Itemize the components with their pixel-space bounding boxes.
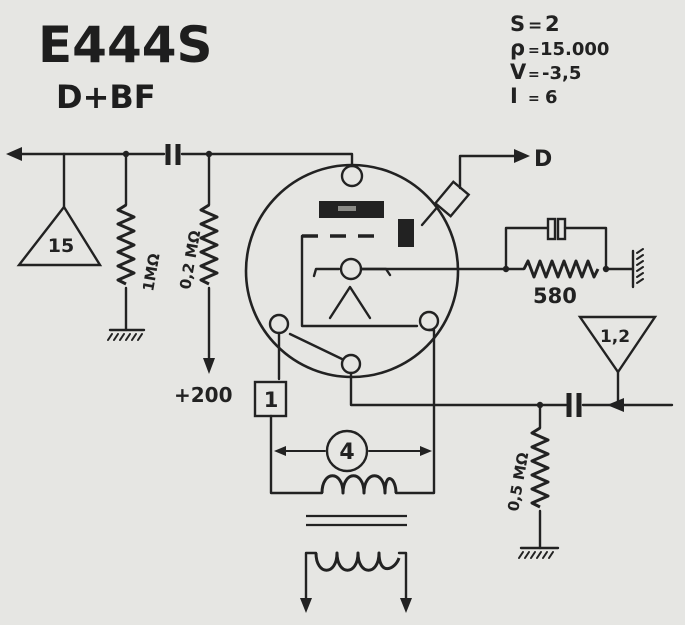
circle-4 — [325, 429, 369, 473]
down-arrow-icon — [300, 598, 312, 613]
heater-pin-right — [418, 310, 440, 332]
heater-pin-left — [268, 313, 290, 335]
grid-pin — [339, 257, 363, 281]
spec-v-value: -3,5 — [542, 63, 581, 84]
spec-v-key: V — [510, 60, 527, 84]
tube-function-subtitle: D+BF — [56, 78, 156, 116]
spec-i-value: 6 — [545, 87, 558, 108]
supply-label: +200 — [174, 383, 233, 407]
ground-icon — [631, 248, 644, 289]
resistor-1meg-label: 1MΩ — [139, 252, 163, 293]
svg-text:=: = — [528, 16, 542, 36]
transformer-secondary — [314, 551, 401, 572]
svg-text:=: = — [528, 67, 540, 83]
down-arrow-icon — [400, 598, 412, 613]
tube-type-title: E444S — [38, 16, 213, 74]
spec-list: S = 2 ρ = 15.000 V = -3,5 I = 6 — [510, 12, 609, 108]
heater-circuit: 1 4 — [253, 328, 436, 613]
spec-rho-key: ρ — [510, 36, 525, 60]
capacitance-triangle-1-2 — [577, 315, 658, 375]
spec-i-key: I — [510, 84, 518, 108]
resistor-0-2meg-label: 0,2 MΩ — [176, 229, 204, 291]
anode-pin — [340, 164, 364, 188]
left-arrow-icon — [6, 147, 22, 161]
capacitance-triangle-15: 15 — [16, 152, 103, 267]
resistor-0-2meg: 0,2 MΩ +200 — [174, 150, 233, 407]
circle-4-label: 4 — [339, 440, 354, 465]
svg-text:=: = — [528, 43, 540, 59]
transformer-primary — [320, 474, 398, 495]
resistor-580-label: 580 — [533, 284, 577, 308]
diode-output: D — [420, 147, 552, 227]
ground-icon — [107, 328, 146, 341]
triangle-15-label: 15 — [48, 235, 74, 257]
down-arrow-icon — [203, 358, 215, 374]
resistor-1meg: 1MΩ — [107, 150, 164, 341]
diode-plate — [398, 219, 414, 247]
input-circuit: 1,2 0,5 MΩ — [349, 315, 674, 559]
input-arrow-icon — [607, 398, 624, 412]
cathode-network: 580 — [502, 217, 644, 308]
spec-rho-value: 15.000 — [540, 39, 609, 60]
triangle-1-2-label: 1,2 — [600, 327, 630, 347]
box-1-label: 1 — [264, 388, 279, 412]
cathode-pin — [340, 353, 362, 375]
spec-s-value: 2 — [545, 12, 560, 36]
resistor-0-5meg-label: 0,5 MΩ — [504, 451, 532, 513]
ground-icon — [518, 546, 560, 559]
spec-s-key: S — [510, 12, 525, 36]
right-arrow-icon — [514, 149, 530, 163]
output-d-label: D — [534, 147, 552, 172]
top-output-line — [6, 144, 354, 167]
svg-text:=: = — [528, 91, 540, 107]
